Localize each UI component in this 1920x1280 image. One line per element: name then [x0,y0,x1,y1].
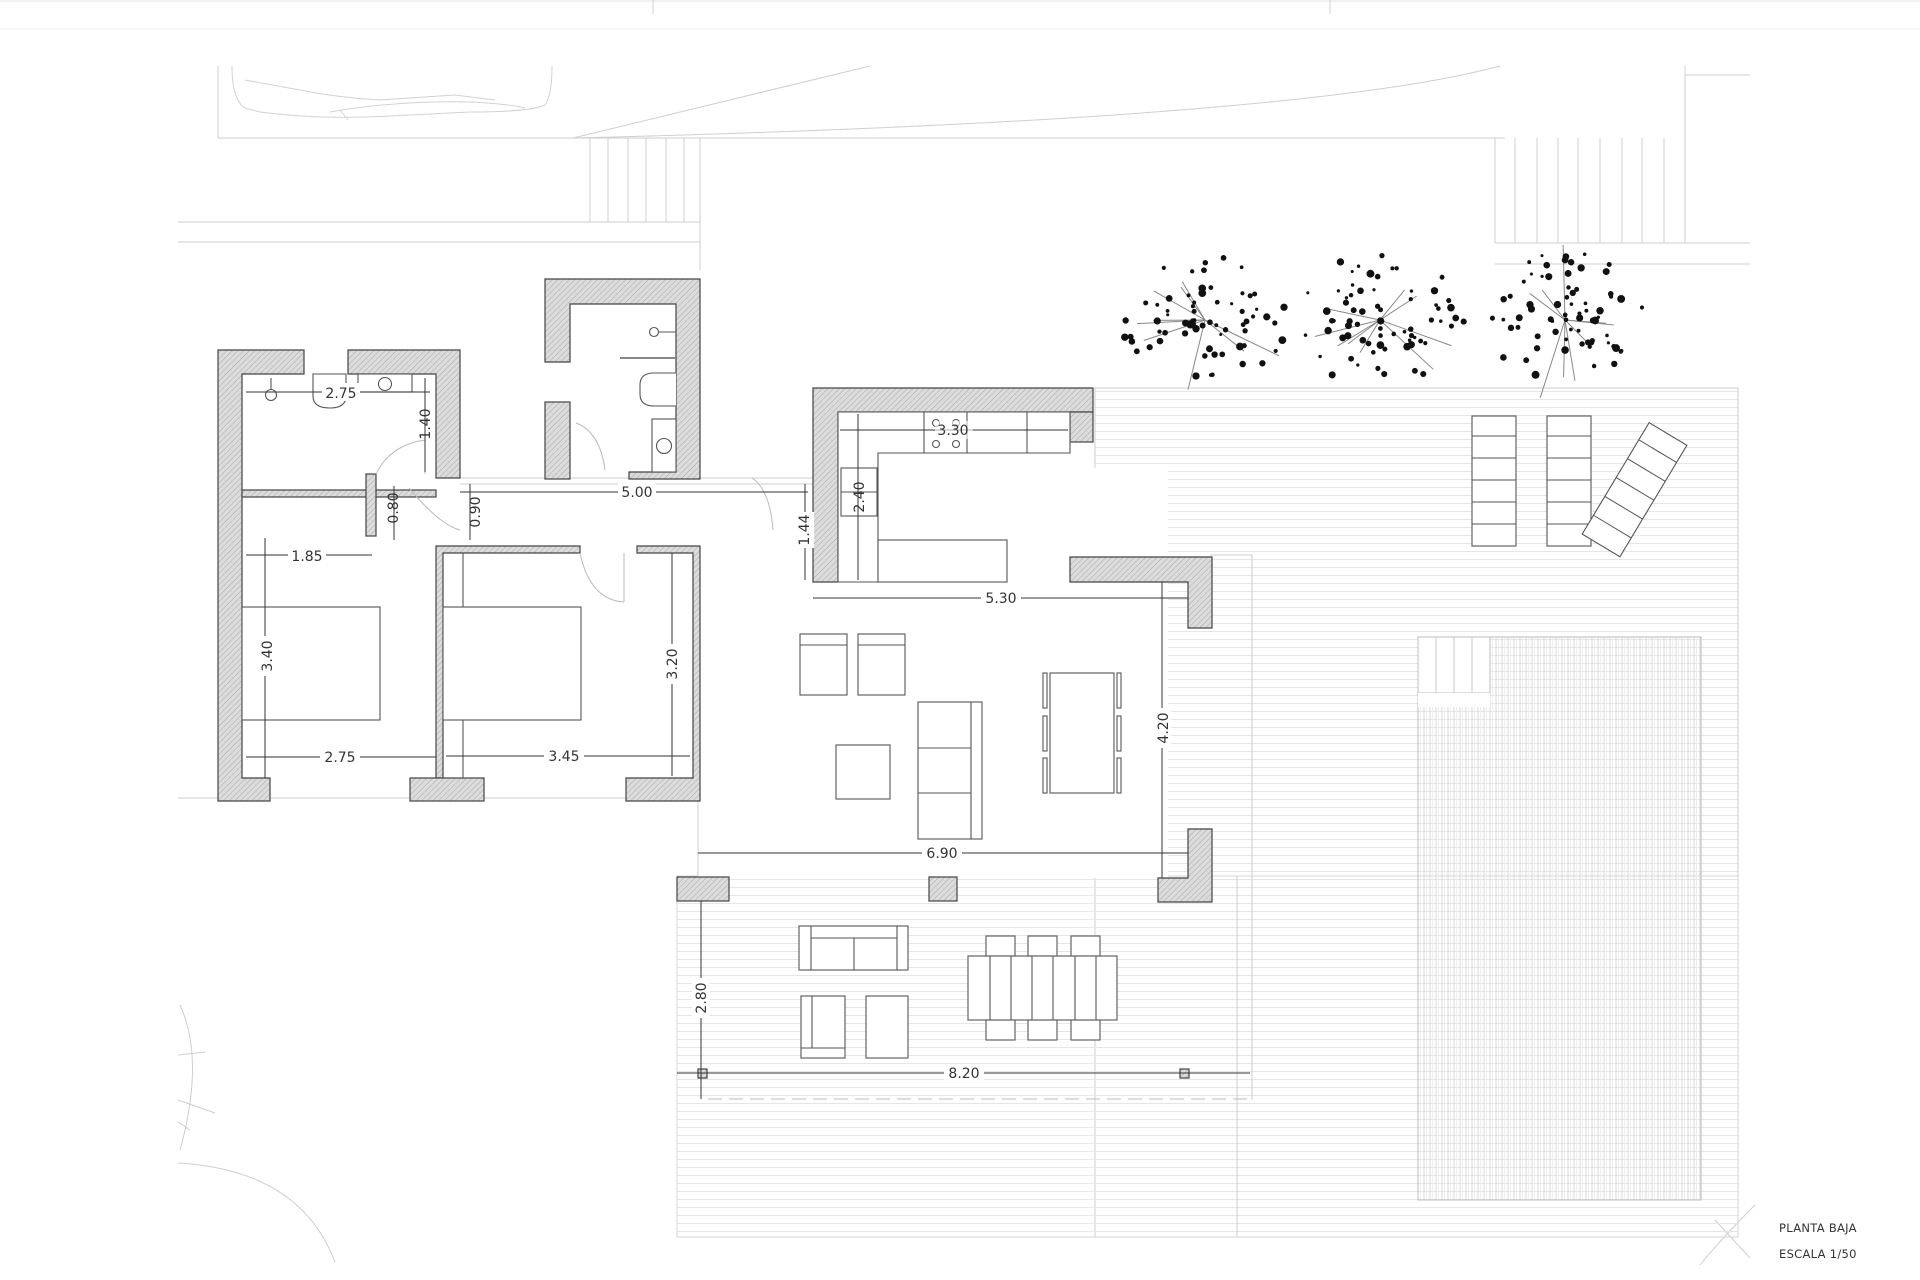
swimming-pool [1417,636,1702,1201]
dim-bedroom2-depth: 3.20 [665,648,681,679]
dim-living-width: 6.90 [926,846,957,862]
dim-kitchen-passage: 1.44 [797,514,813,545]
dim-kitchen-width: 3.30 [937,423,968,439]
dim-bedroom1-depth: 3.40 [260,640,276,671]
sun-lounger-2 [1546,415,1592,547]
dim-closet: 1.85 [291,549,322,565]
dim-kitchen-depth: 2.40 [852,481,868,512]
dim-corridor: 5.00 [621,485,652,501]
dim-door-1: 0.80 [386,492,402,523]
dim-bedroom2-width: 3.45 [548,749,579,765]
dim-porch-depth: 2.80 [694,982,710,1013]
dim-bedroom1-width: 2.75 [324,750,355,766]
drawing-title: PLANTA BAJA [1779,1221,1857,1235]
living-room-furniture [799,633,1122,840]
sun-lounger-3 [1581,421,1688,558]
dim-porch-width: 8.20 [948,1066,979,1082]
dim-kitchen-total: 5.30 [985,591,1016,607]
dim-bath1-height: 1.40 [418,408,434,439]
site-context [177,65,1756,1266]
sun-lounger-1 [1471,415,1517,547]
porch-furniture [798,925,1118,1059]
sheet-frame [0,0,1920,30]
car-icon [231,65,553,121]
kitchen-counters [837,411,1071,583]
walls [217,278,1213,1079]
dim-door-2: 0.90 [468,496,484,527]
porch-deck [676,875,1238,1238]
dim-living-depth: 4.20 [1156,712,1172,743]
dim-bath1-width: 2.75 [325,386,356,402]
tree-icons [1121,244,1645,398]
dimension-labels: 2.75 1.40 0.80 0.90 5.00 1.85 3.40 2.75 … [256,383,1172,1082]
drawing-scale: ESCALA 1/50 [1779,1247,1857,1261]
